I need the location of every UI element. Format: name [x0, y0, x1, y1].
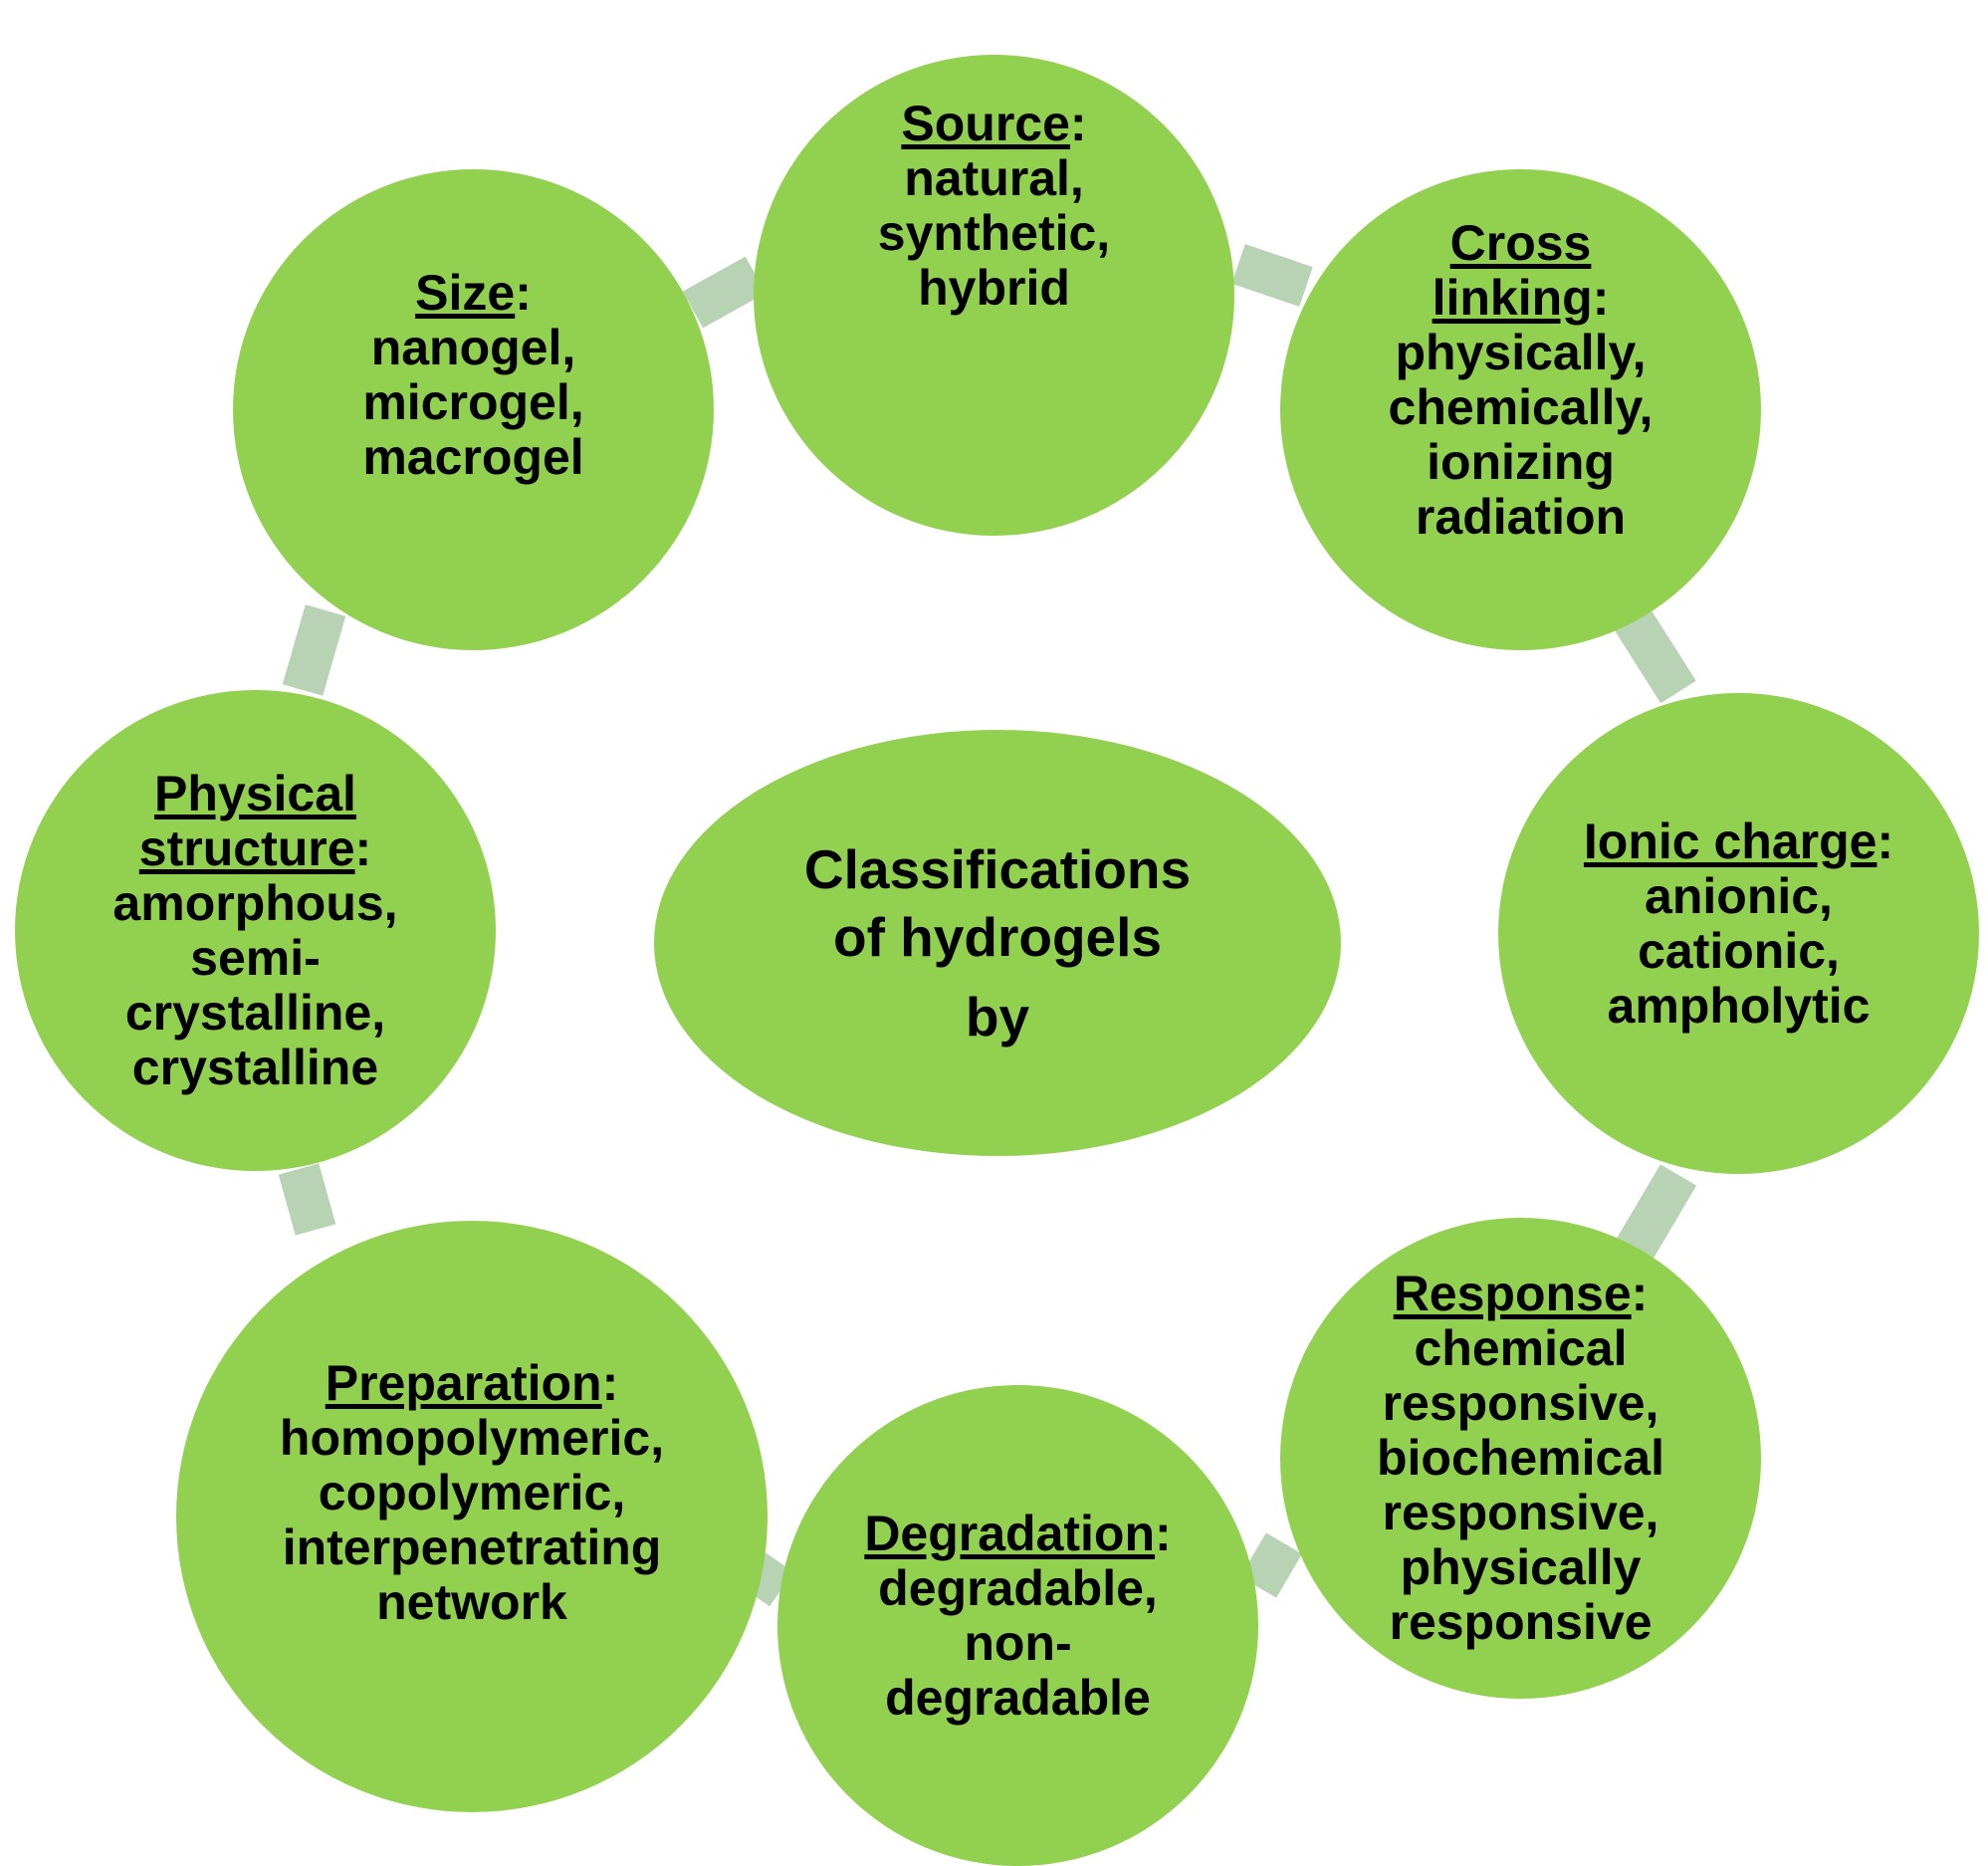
source-item: hybrid: [918, 259, 1070, 316]
source-heading: Source: [901, 95, 1070, 151]
source-item: natural,: [904, 149, 1084, 206]
physical-item: crystalline: [131, 1039, 379, 1095]
connector-preparation-physical: [278, 1163, 336, 1236]
size-heading: Size: [415, 264, 516, 321]
response-colon: :: [1631, 1266, 1649, 1321]
node-physical-structure: Physical structure: amorphous, semi- cry…: [15, 690, 496, 1171]
node-response: Response: chemical responsive, biochemic…: [1280, 1218, 1761, 1699]
node-size: Size: nanogel, microgel, macrogel: [233, 169, 714, 650]
ionic-item: anionic,: [1645, 867, 1833, 924]
degradation-item: degradable,: [878, 1559, 1158, 1616]
size-colon: :: [515, 264, 532, 321]
degradation-item: non-: [964, 1614, 1072, 1671]
connector-source-crosslinking: [1231, 244, 1313, 307]
connector-size-source: [682, 256, 767, 329]
response-item: chemical: [1414, 1320, 1628, 1376]
node-ionic-charge: Ionic charge: anionic, cationic, ampholy…: [1498, 693, 1979, 1174]
node-preparation: Preparation: homopolymeric, copolymeric,…: [176, 1221, 768, 1812]
node-cross-linking: Cross linking: physically, chemically, i…: [1280, 169, 1761, 650]
crosslinking-item: radiation: [1415, 488, 1627, 545]
crosslinking-item: physically,: [1395, 324, 1647, 380]
preparation-heading: Preparation: [325, 1354, 602, 1411]
size-item: microgel,: [362, 373, 584, 430]
response-item: biochemical: [1377, 1430, 1664, 1486]
ionic-item: ampholytic: [1607, 977, 1871, 1034]
source-item: synthetic,: [877, 204, 1111, 261]
degradation-heading: Degradation: [864, 1505, 1156, 1561]
physical-heading-line-2: structure: [138, 819, 355, 876]
preparation-item: interpenetrating: [282, 1518, 662, 1575]
preparation-colon: :: [601, 1354, 619, 1411]
response-heading: Response: [1393, 1266, 1632, 1321]
connector-response-degradation: [1239, 1532, 1303, 1598]
size-item: nanogel,: [370, 319, 576, 375]
physical-heading-line-1: Physical: [154, 765, 356, 821]
crosslinking-heading-line-2: linking: [1432, 269, 1593, 326]
connector-physical-size: [282, 604, 346, 696]
size-item: macrogel: [362, 428, 584, 485]
crosslinking-item: ionizing: [1427, 433, 1615, 490]
preparation-item: copolymeric,: [318, 1464, 626, 1520]
degradation-item: degradable: [885, 1669, 1151, 1726]
center-title-line-2: of hydrogels: [832, 906, 1163, 968]
ionic-heading: Ionic charge: [1583, 813, 1878, 869]
response-item: physically: [1400, 1539, 1642, 1595]
physical-item: amorphous,: [112, 874, 398, 931]
node-degradation: Degradation: degradable, non- degradable: [777, 1385, 1258, 1866]
ionic-item: cationic,: [1638, 922, 1840, 979]
node-source: Source: natural, synthetic, hybrid: [754, 55, 1234, 536]
preparation-item: network: [376, 1573, 567, 1630]
physical-item: crystalline,: [124, 984, 386, 1041]
physical-item: semi-: [190, 929, 321, 986]
crosslinking-heading-line-1: Cross: [1449, 214, 1592, 271]
crosslinking-item: chemically,: [1388, 378, 1654, 435]
center-ellipse: Classifications of hydrogels by: [654, 730, 1341, 1156]
center-title-line-1: Classifications: [803, 838, 1192, 900]
physical-colon: :: [354, 819, 372, 876]
crosslinking-colon: :: [1592, 269, 1610, 326]
response-item: responsive,: [1382, 1375, 1659, 1431]
preparation-item: homopolymeric,: [279, 1409, 665, 1466]
center-title-by: by: [965, 986, 1030, 1048]
source-colon: :: [1069, 95, 1087, 151]
response-item: responsive: [1389, 1594, 1653, 1650]
response-item: responsive,: [1382, 1485, 1659, 1540]
degradation-colon: :: [1155, 1505, 1172, 1561]
ionic-colon: :: [1877, 813, 1894, 869]
